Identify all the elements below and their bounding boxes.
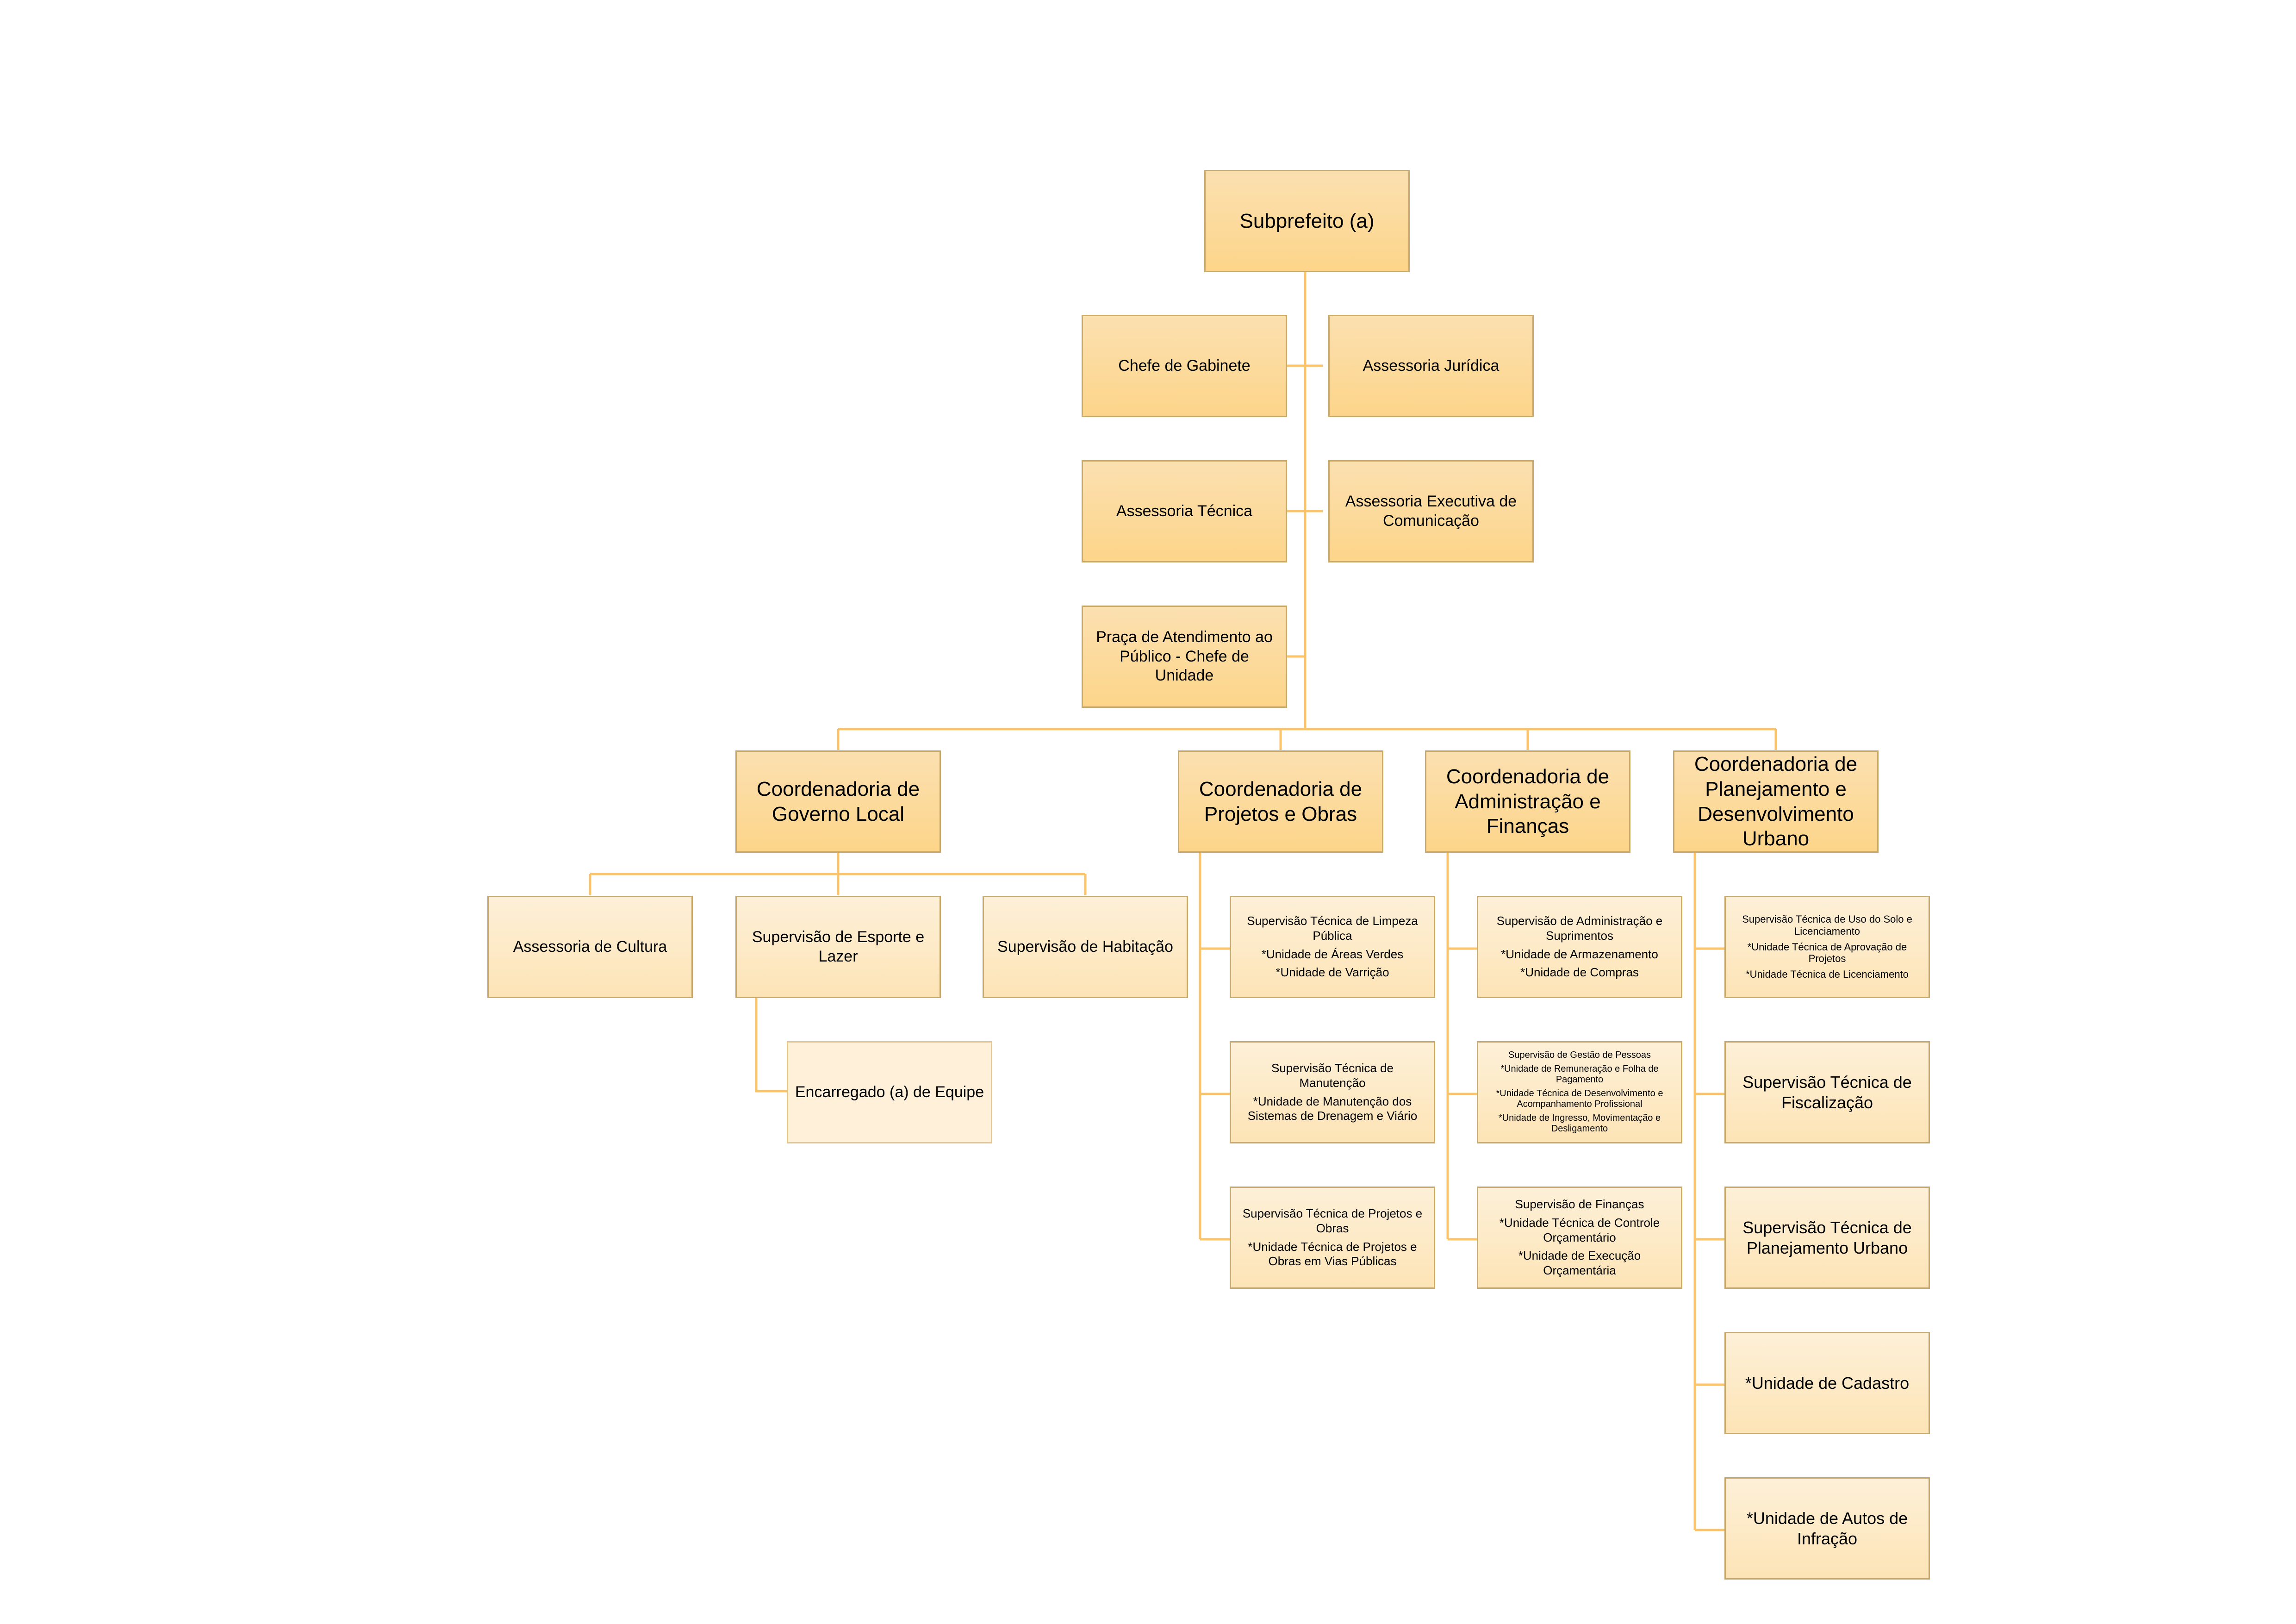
uso-solo-item: *Unidade Técnica de Aprovação de Projeto… <box>1747 941 1907 965</box>
planejamento-urbano-box: Supervisão Técnica de Planejamento Urban… <box>1724 1187 1930 1289</box>
subprefeito-label: Subprefeito (a) <box>1239 209 1375 232</box>
gestao-pessoas-item: *Unidade de Ingresso, Movimentação e Des… <box>1498 1112 1661 1134</box>
suprimentos-item: *Unidade de Armazenamento <box>1501 947 1658 961</box>
uso-solo-title: Supervisão Técnica de Uso do Solo e Lice… <box>1742 913 1912 937</box>
praca-atendimento-label: Praça de Atendimento ao Público - Chefe … <box>1096 628 1273 685</box>
financas-title: Supervisão de Finanças <box>1515 1197 1644 1212</box>
manutencao-title: Supervisão Técnica de Manutenção <box>1271 1061 1394 1090</box>
gestao-pessoas-item: *Unidade Técnica de Desenvolvimento e Ac… <box>1496 1088 1663 1110</box>
coord-administracao-financas-label: Coordenadoria de Administração e Finança… <box>1446 765 1610 838</box>
gestao-pessoas-item: *Unidade de Remuneração e Folha de Pagam… <box>1500 1063 1659 1085</box>
habitacao-label: Supervisão de Habitação <box>997 937 1173 956</box>
coord-planejamento-box: Coordenadoria de Planejamento e Desenvol… <box>1673 750 1879 853</box>
projetos-obras-item: *Unidade Técnica de Projetos e Obras em … <box>1248 1239 1417 1268</box>
limpeza-item: *Unidade de Varrição <box>1276 965 1389 980</box>
planejamento-urbano-label: Supervisão Técnica de Planejamento Urban… <box>1742 1218 1912 1257</box>
praca-atendimento-box: Praça de Atendimento ao Público - Chefe … <box>1082 606 1287 708</box>
cadastro-label: *Unidade de Cadastro <box>1745 1373 1910 1393</box>
chefe-gabinete-label: Chefe de Gabinete <box>1118 356 1251 375</box>
suprimentos-box: Supervisão de Administração e Suprimento… <box>1477 896 1682 998</box>
encarregado-label: Encarregado (a) de Equipe <box>795 1083 984 1101</box>
manutencao-item: *Unidade de Manutenção dos Sistemas de D… <box>1247 1094 1418 1123</box>
cadastro-box: *Unidade de Cadastro <box>1724 1332 1930 1434</box>
coord-governo-local-label: Coordenadoria de Governo Local <box>756 777 920 825</box>
financas-item: *Unidade Técnica de Controle Orçamentári… <box>1499 1215 1660 1244</box>
limpeza-item: *Unidade de Áreas Verdes <box>1261 947 1404 961</box>
assessoria-juridica-box: Assessoria Jurídica <box>1328 315 1534 417</box>
chefe-gabinete-box: Chefe de Gabinete <box>1082 315 1287 417</box>
assessoria-comunicacao-label: Assessoria Executiva de Comunicação <box>1345 493 1517 530</box>
manutencao-box: Supervisão Técnica de Manutenção *Unidad… <box>1230 1041 1435 1143</box>
fiscalizacao-box: Supervisão Técnica de Fiscalização <box>1724 1041 1930 1143</box>
assessoria-cultura-label: Assessoria de Cultura <box>513 937 667 956</box>
esporte-lazer-label: Supervisão de Esporte e Lazer <box>752 928 925 965</box>
assessoria-juridica-label: Assessoria Jurídica <box>1363 356 1500 375</box>
suprimentos-item: *Unidade de Compras <box>1520 965 1639 980</box>
encarregado-box: Encarregado (a) de Equipe <box>787 1041 992 1143</box>
assessoria-cultura-box: Assessoria de Cultura <box>487 896 693 998</box>
autos-infracao-label: *Unidade de Autos de Infração <box>1746 1508 1908 1548</box>
gestao-pessoas-title: Supervisão de Gestão de Pessoas <box>1508 1049 1651 1060</box>
assessoria-tecnica-box: Assessoria Técnica <box>1082 460 1287 562</box>
limpeza-publica-box: Supervisão Técnica de Limpeza Pública *U… <box>1230 896 1435 998</box>
projetos-obras-supervisao-box: Supervisão Técnica de Projetos e Obras *… <box>1230 1187 1435 1289</box>
uso-solo-box: Supervisão Técnica de Uso do Solo e Lice… <box>1724 896 1930 998</box>
gestao-pessoas-box: Supervisão de Gestão de Pessoas *Unidade… <box>1477 1041 1682 1143</box>
coord-planejamento-label: Coordenadoria de Planejamento e Desenvol… <box>1694 753 1858 850</box>
coord-governo-local-box: Coordenadoria de Governo Local <box>735 750 941 853</box>
esporte-lazer-box: Supervisão de Esporte e Lazer <box>735 896 941 998</box>
assessoria-comunicacao-box: Assessoria Executiva de Comunicação <box>1328 460 1534 562</box>
suprimentos-title: Supervisão de Administração e Suprimento… <box>1496 914 1663 943</box>
coord-projetos-obras-box: Coordenadoria de Projetos e Obras <box>1178 750 1383 853</box>
projetos-obras-supervisao-title: Supervisão Técnica de Projetos e Obras <box>1242 1206 1423 1235</box>
financas-box: Supervisão de Finanças *Unidade Técnica … <box>1477 1187 1682 1289</box>
limpeza-publica-title: Supervisão Técnica de Limpeza Pública <box>1247 914 1418 943</box>
habitacao-box: Supervisão de Habitação <box>983 896 1188 998</box>
fiscalizacao-label: Supervisão Técnica de Fiscalização <box>1742 1072 1912 1112</box>
coord-administracao-financas-box: Coordenadoria de Administração e Finança… <box>1425 750 1630 853</box>
coord-projetos-obras-label: Coordenadoria de Projetos e Obras <box>1199 777 1363 825</box>
assessoria-tecnica-label: Assessoria Técnica <box>1116 502 1253 520</box>
subprefeito-box: Subprefeito (a) <box>1204 170 1410 272</box>
uso-solo-item: *Unidade Técnica de Licenciamento <box>1746 968 1909 981</box>
autos-infracao-box: *Unidade de Autos de Infração <box>1724 1477 1930 1580</box>
financas-item: *Unidade de Execução Orçamentária <box>1518 1249 1641 1278</box>
